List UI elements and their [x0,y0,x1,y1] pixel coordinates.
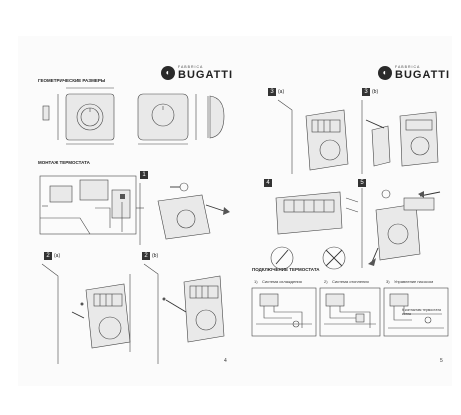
step-4-badge: 4 [264,179,272,187]
logo-name: BUGATTI [395,68,451,81]
logo-name: BUGATTI [178,68,234,81]
diagram-3-num: 3) [386,279,390,284]
diagram-1-num: 1) [254,279,258,284]
logo-subtitle: FABBRICA [178,65,204,69]
step-2b-badge: 2 [142,252,150,260]
step-1-drawing [139,182,230,245]
step-3a-drawing [277,99,349,174]
diagram-2-label: Система отопления [332,279,369,284]
page-number-right: 5 [440,358,443,364]
step-2b-suffix: (b) [152,253,159,259]
step-3b-suffix: (b) [372,89,379,95]
step-2a-suffix: (a) [54,253,61,259]
step-5-drawing [361,188,441,268]
brand-logo-right: ◐ FABBRICA BUGATTI [378,65,451,81]
step-2a-drawing [41,263,131,364]
mounting-heading: МОНТАЖ ТЕРМОСТАТА [38,160,90,165]
step-1-badge: 1 [140,171,148,179]
left-page: ◐ FABBRICA BUGATTI ГЕОМЕТРИЧЕСКИЕ РАЗМЕР… [18,36,237,386]
step-3a-badge: 3 [268,88,276,96]
step-2a-badge: 2 [44,252,52,260]
wiring-diagrams [251,287,449,337]
dimension-drawings [42,87,225,145]
diagram-3-note: К контактам термостата котла [402,308,441,316]
step-3b-drawing [361,100,439,174]
diagram-3-label: Управление насосом [394,279,434,284]
step-2b-drawing [143,263,225,364]
step-5-badge: 5 [358,179,366,187]
page-number-left: 4 [224,358,227,364]
brand-logo: ◐ FABBRICA BUGATTI [161,65,234,81]
diagram-2-num: 2) [324,279,328,284]
logo-subtitle: FABBRICA [395,65,421,69]
step-3b-badge: 3 [362,88,370,96]
right-page: ◐ FABBRICA BUGATTI 3 (a) 3 (b) [236,36,452,386]
dimensions-heading: ГЕОМЕТРИЧЕСКИЕ РАЗМЕРЫ [38,78,106,83]
logo-icon: ◐ [161,66,175,81]
wiring-heading: ПОДКЛЮЧЕНИЕ ТЕРМОСТАТА [252,267,320,272]
installation-room-drawing [39,175,144,235]
step-4-drawing [270,191,359,270]
diagram-1-label: Система охлаждения [262,279,302,284]
logo-icon: ◐ [378,66,392,81]
step-3a-suffix: (a) [278,89,285,95]
